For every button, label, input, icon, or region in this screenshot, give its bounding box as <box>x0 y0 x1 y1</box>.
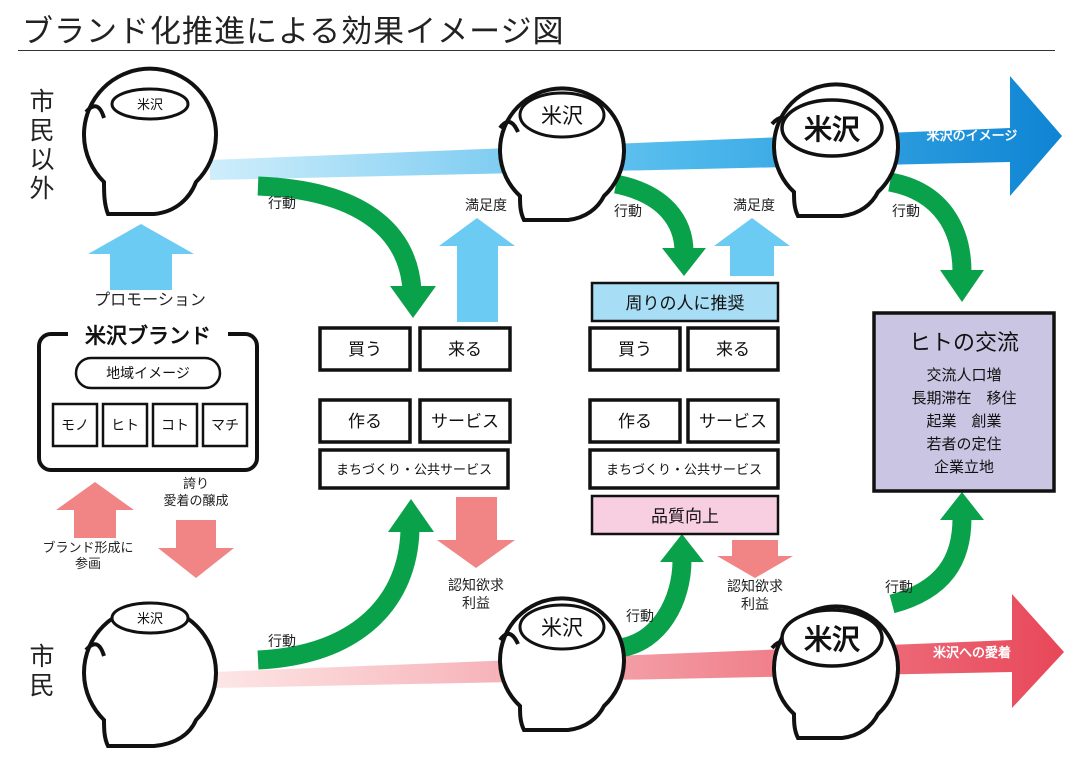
promotion-label: プロモーション <box>94 290 206 309</box>
head-label: 米沢 <box>541 616 583 640</box>
buy-label: 買う <box>618 340 652 360</box>
page-title: ブランド化推進による効果イメージ図 <box>22 14 565 50</box>
head-label: 米沢 <box>137 612 163 627</box>
image-flow-label: 米沢のイメージ <box>927 128 1018 144</box>
pride-label: 誇り愛着の醸成 <box>163 476 228 509</box>
head-citizen-2 <box>498 596 626 732</box>
come-label: 来る <box>716 340 750 360</box>
multi-line-labels: ブランド形成に参画 誇り愛着の醸成 認知欲求利益 認知欲求利益 <box>42 476 783 613</box>
brand-item-hito: ヒト <box>111 418 139 434</box>
head-label: 米沢 <box>804 113 861 146</box>
participate-label: ブランド形成に参画 <box>42 540 133 572</box>
head-label: 米沢 <box>137 98 163 113</box>
action-arrow-1 <box>257 176 422 291</box>
head-label: 米沢 <box>804 623 861 656</box>
promotion-arrow <box>88 224 194 290</box>
action-label: 行動 <box>626 609 654 625</box>
quality-label: 品質向上 <box>651 507 719 527</box>
action-label: 行動 <box>885 580 913 596</box>
svg-text:市民以外: 市民以外 <box>29 87 54 203</box>
action-arrow-2 <box>613 174 694 253</box>
result-item: 長期滞在 移住 <box>911 389 1016 407</box>
action-arrows <box>257 172 972 670</box>
small-labels: 行動 行動 行動 行動 行動 行動 満足度 満足度 プロモーション <box>94 196 920 650</box>
recognition-label: 認知欲求利益 <box>727 578 783 613</box>
action-label: 行動 <box>268 196 296 212</box>
satisfaction-label: 満足度 <box>465 198 507 214</box>
community-label: まちづくり・公共サービス <box>336 463 492 478</box>
recommend-label: 周りの人に推奨 <box>626 294 745 314</box>
row-label-citizens: 市民 <box>29 642 54 700</box>
brand-box: 米沢ブランド 地域イメージ モノ ヒト コト マチ <box>37 322 259 472</box>
pride-arrow <box>158 520 234 578</box>
satisfaction-arrow-2 <box>714 218 790 276</box>
head-labels: 米沢 米沢 米沢 米沢 米沢 米沢 <box>137 98 861 656</box>
action-arrow-6 <box>889 517 972 614</box>
action-label: 行動 <box>268 634 296 650</box>
buy-label: 買う <box>348 340 382 360</box>
action-label: 行動 <box>614 204 642 220</box>
head-outside-1 <box>82 66 218 216</box>
heads <box>82 66 900 748</box>
svg-text:市民: 市民 <box>29 642 54 700</box>
brand-item-koto: コト <box>161 418 189 434</box>
participate-arrow <box>56 482 134 538</box>
action-arrow-4 <box>257 529 420 670</box>
row-label-outside: 市民以外 <box>29 87 54 203</box>
brand-item-mono: モノ <box>61 418 89 434</box>
head-outside-2 <box>498 86 626 222</box>
result-item: 企業立地 <box>934 458 994 476</box>
service-label: サービス <box>699 412 767 432</box>
recognition-arrow-2 <box>717 540 793 578</box>
head-outside-3 <box>770 82 900 218</box>
attachment-flow-label: 米沢への愛着 <box>933 645 1011 661</box>
head-citizen-3 <box>770 604 900 740</box>
head-citizen-1 <box>82 601 218 748</box>
region-image-label: 地域イメージ <box>106 366 190 382</box>
attachment-flow-arrow <box>215 594 1064 708</box>
stage2-boxes <box>588 281 780 536</box>
make-label: 作る <box>618 412 652 432</box>
action-arrowheads <box>388 248 984 562</box>
action-arrow-3 <box>887 172 972 273</box>
recognition-arrow-1 <box>437 497 515 568</box>
service-label: サービス <box>431 412 499 432</box>
action-label: 行動 <box>892 204 920 220</box>
result-item: 起業 創業 <box>926 412 1001 430</box>
title-rule <box>18 50 1055 51</box>
result-box: ヒトの交流 交流人口増 長期滞在 移住 起業 創業 若者の定住 企業立地 <box>872 311 1056 493</box>
stage2-texts: 周りの人に推奨 買う 来る 作る サービス まちづくり・公共サービス 品質向上 <box>606 294 767 527</box>
head-label: 米沢 <box>541 104 583 128</box>
stage1-texts: 買う 来る 作る サービス まちづくり・公共サービス <box>336 340 499 478</box>
stage1-boxes <box>318 326 512 490</box>
brand-box-title: 米沢ブランド <box>85 324 211 348</box>
result-item: 交流人口増 <box>926 366 1001 384</box>
result-item: 若者の定住 <box>926 435 1001 453</box>
community-label: まちづくり・公共サービス <box>606 463 762 478</box>
result-title: ヒトの交流 <box>909 331 1019 356</box>
come-label: 来る <box>448 340 482 360</box>
recognition-label: 認知欲求利益 <box>448 577 504 612</box>
satisfaction-label: 満足度 <box>733 198 775 214</box>
satisfaction-arrow-1 <box>439 218 515 322</box>
action-arrow-5 <box>617 559 692 658</box>
make-label: 作る <box>348 412 382 432</box>
image-flow-arrow <box>210 76 1062 196</box>
brand-item-machi: マチ <box>211 418 239 434</box>
